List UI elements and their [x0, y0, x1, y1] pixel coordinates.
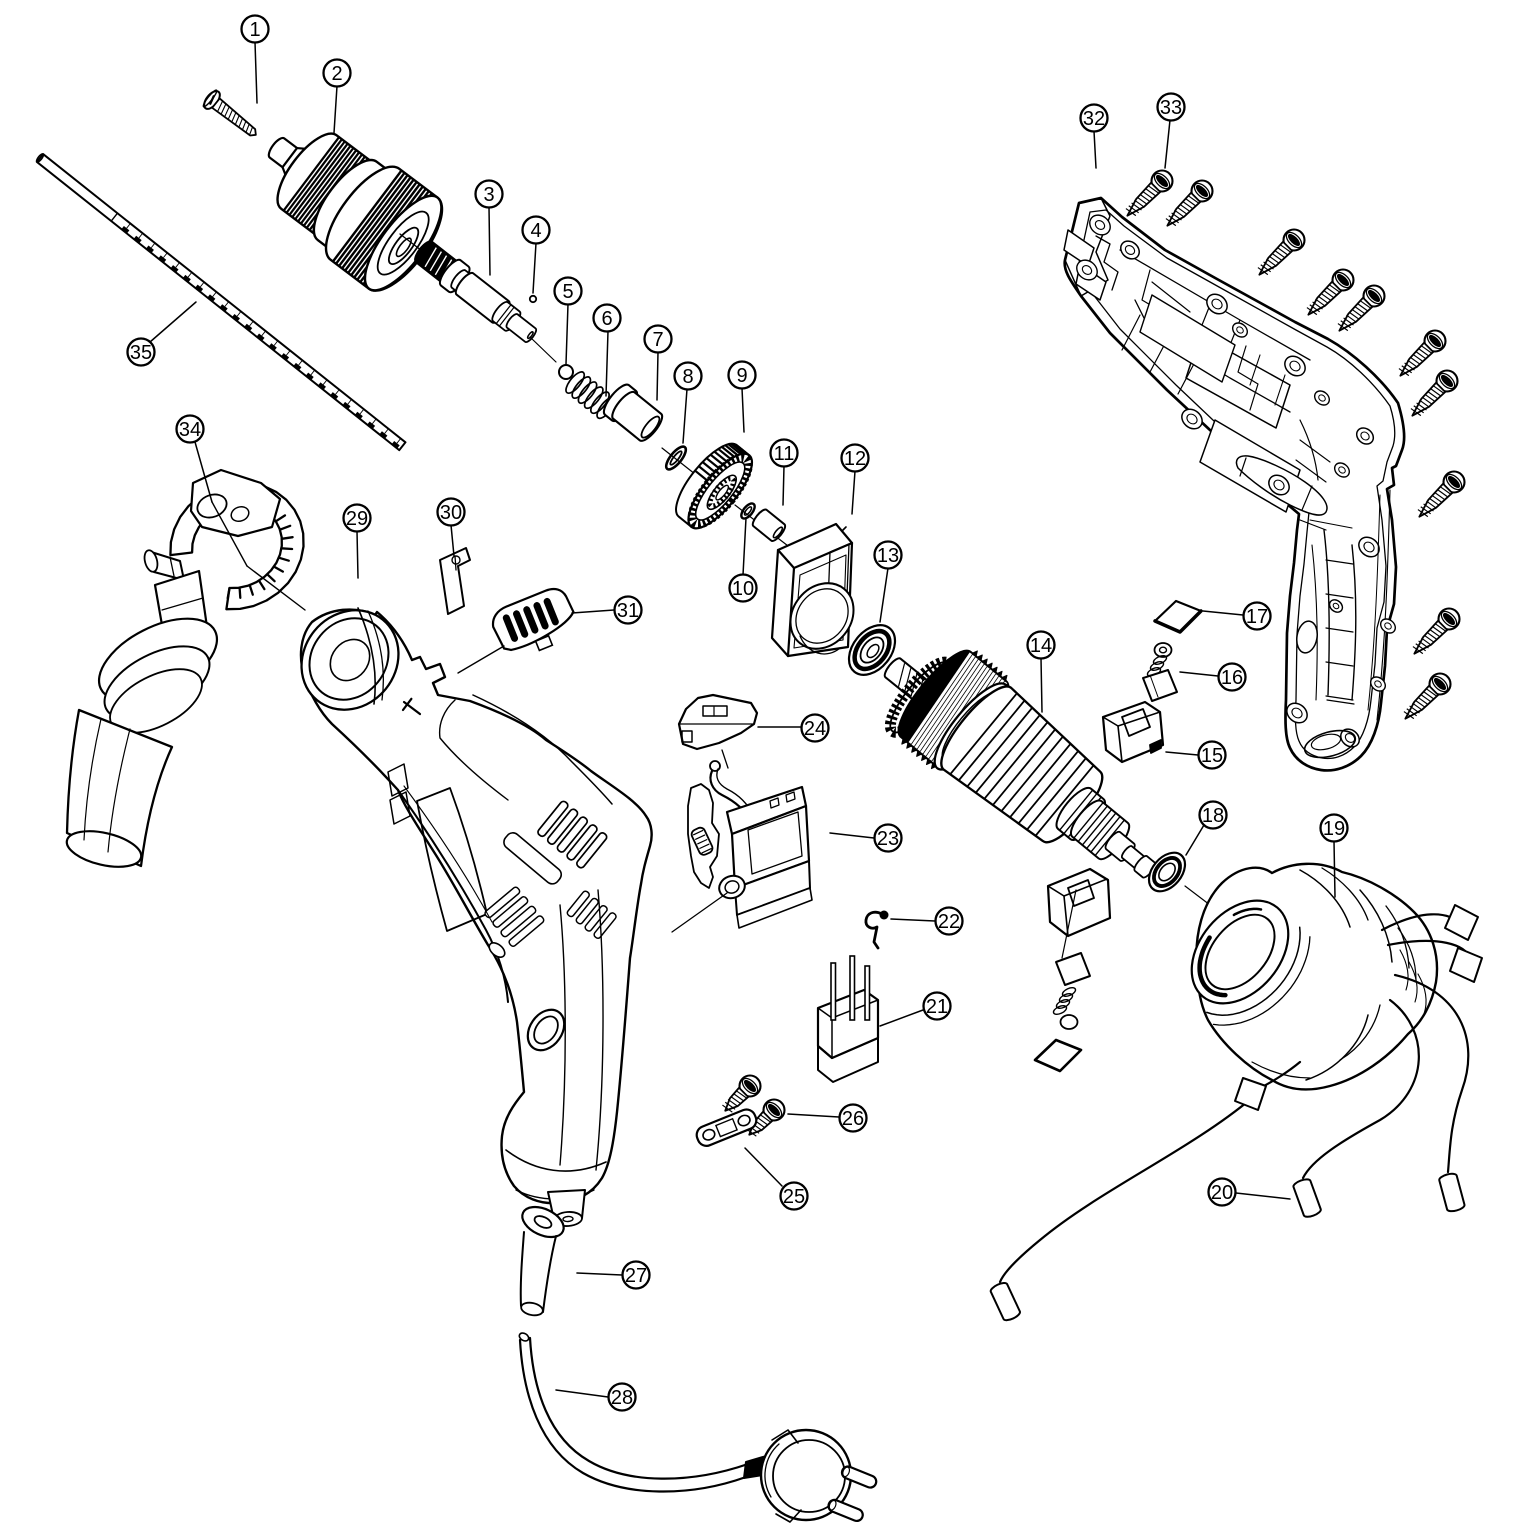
svg-text:16: 16	[1221, 667, 1243, 689]
svg-text:13: 13	[877, 545, 899, 567]
svg-text:33: 33	[1160, 97, 1182, 119]
svg-text:15: 15	[1201, 745, 1223, 767]
svg-text:31: 31	[617, 600, 639, 622]
svg-text:4: 4	[530, 220, 541, 242]
svg-text:26: 26	[842, 1108, 864, 1130]
svg-text:14: 14	[1030, 635, 1052, 657]
svg-text:11: 11	[774, 443, 795, 465]
svg-text:35: 35	[130, 342, 152, 364]
svg-text:3: 3	[483, 184, 494, 206]
svg-text:29: 29	[346, 508, 368, 530]
svg-text:1: 1	[249, 19, 260, 41]
svg-text:24: 24	[804, 718, 826, 740]
svg-text:6: 6	[601, 308, 612, 330]
svg-text:34: 34	[179, 419, 201, 441]
svg-text:9: 9	[736, 365, 747, 387]
svg-text:21: 21	[926, 996, 948, 1018]
svg-text:17: 17	[1246, 606, 1268, 628]
svg-text:25: 25	[783, 1186, 805, 1208]
svg-text:7: 7	[652, 329, 663, 351]
svg-text:8: 8	[682, 366, 693, 388]
svg-text:22: 22	[938, 911, 960, 933]
svg-text:19: 19	[1323, 818, 1345, 840]
svg-text:27: 27	[625, 1265, 647, 1287]
svg-text:2: 2	[331, 63, 342, 85]
svg-text:18: 18	[1202, 805, 1224, 827]
svg-text:10: 10	[732, 578, 754, 600]
svg-text:5: 5	[562, 281, 573, 303]
svg-text:30: 30	[440, 502, 462, 524]
svg-text:23: 23	[877, 828, 899, 850]
svg-text:12: 12	[844, 448, 866, 470]
svg-text:32: 32	[1083, 108, 1105, 130]
svg-text:20: 20	[1211, 1182, 1233, 1204]
svg-text:28: 28	[611, 1387, 633, 1409]
